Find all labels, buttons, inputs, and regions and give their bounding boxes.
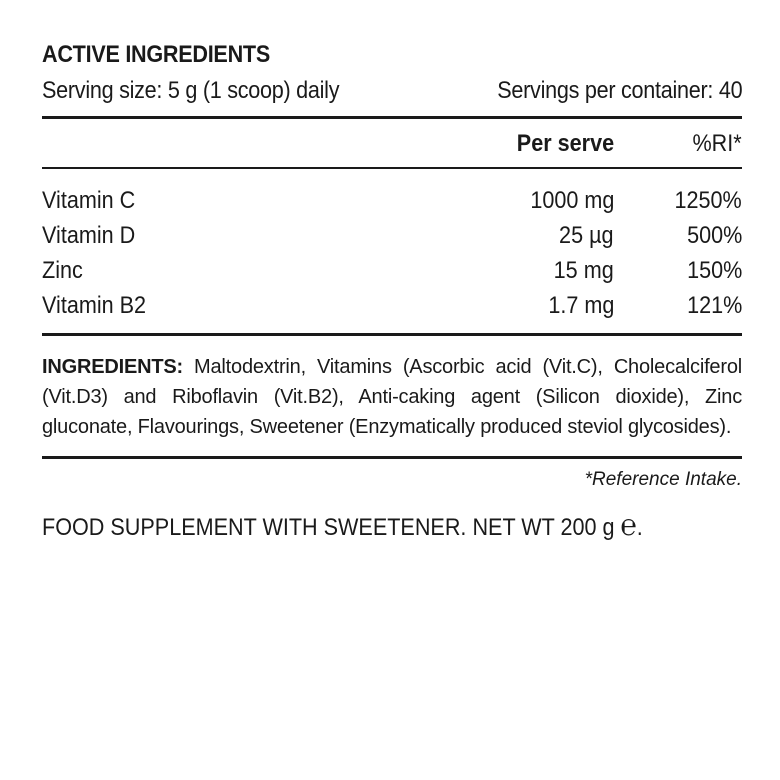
nutrient-name: Vitamin B2 [42,292,147,319]
table-row: Zinc 15 mg 150% [42,253,742,288]
supplement-facts-panel: ACTIVE INGREDIENTS Serving size: 5 g (1 … [42,40,742,543]
footer-statement: FOOD SUPPLEMENT WITH SWEETENER. NET WT 2… [42,511,742,543]
divider-top [42,116,742,119]
nutrient-name: Zinc [42,257,83,284]
nutrient-ri: 121% [686,292,742,319]
panel-title: ACTIVE INGREDIENTS [42,41,270,68]
table-row: Vitamin C 1000 mg 1250% [42,183,742,218]
nutrient-ri: 500% [686,222,742,249]
nutrient-table: Vitamin C 1000 mg 1250% Vitamin D 25 µg … [42,183,742,323]
footer-end: . [636,514,643,541]
ingredients-label: INGREDIENTS: [42,356,183,378]
divider-header [42,167,742,169]
column-ri: %RI* [614,129,742,159]
divider-middle [42,333,742,336]
ingredients-paragraph: INGREDIENTS: Maltodextrin, Vitamins (Asc… [42,352,742,442]
nutrient-amount: 1.7 mg [547,292,614,319]
column-per-serve-label: Per serve [516,130,614,157]
table-header-spacer [42,129,444,159]
nutrient-name: Vitamin D [42,222,136,249]
nutrient-amount: 1000 mg [529,187,614,214]
divider-bottom [42,456,742,459]
nutrient-ri: 1250% [674,187,742,214]
servings-per-container: Servings per container: 40 [496,77,742,104]
serving-size: Serving size: 5 g (1 scoop) daily [42,77,340,104]
footer-text: FOOD SUPPLEMENT WITH SWEETENER. NET WT 2… [42,514,621,541]
serving-info: Serving size: 5 g (1 scoop) daily Servin… [42,76,742,106]
nutrient-ri: 150% [686,257,742,284]
nutrient-name: Vitamin C [42,187,136,214]
nutrient-amount: 15 mg [553,257,614,284]
footer-wrap: FOOD SUPPLEMENT WITH SWEETENER. NET WT 2… [42,511,643,543]
table-row: Vitamin D 25 µg 500% [42,218,742,253]
table-header: Per serve %RI* [42,129,742,159]
nutrient-amount: 25 µg [559,222,614,249]
column-per-serve: Per serve [444,129,614,159]
ingredients-text: Maltodextrin, Vitamins (Ascorbic acid (V… [42,356,742,438]
reference-intake-note: *Reference Intake. [584,469,742,490]
estimated-sign-icon: ℮ [620,508,637,543]
column-ri-label: %RI* [692,130,742,157]
table-row: Vitamin B2 1.7 mg 121% [42,288,742,323]
